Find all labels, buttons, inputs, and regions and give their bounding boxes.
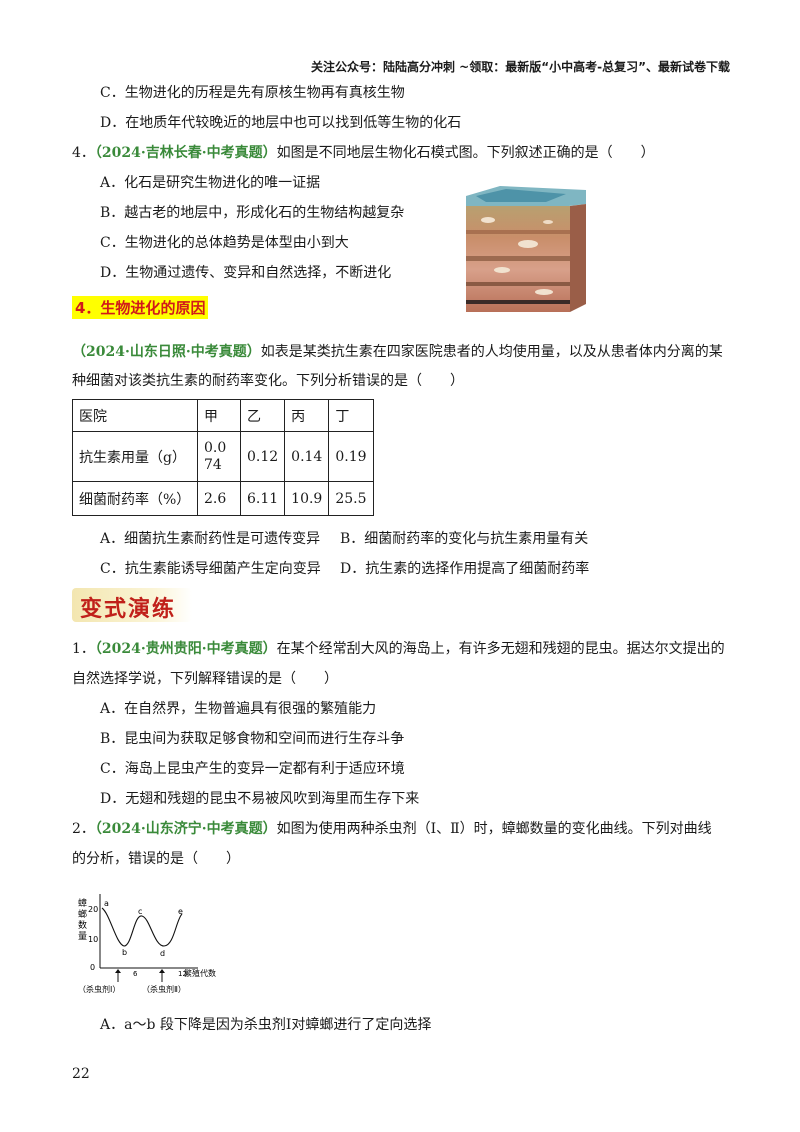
table-option-d: D．抗生素的选择作用提高了细菌耐药率: [340, 561, 590, 577]
fossil-strata-image: [466, 186, 586, 312]
table-option-b: B．细菌耐药率的变化与抗生素用量有关: [340, 531, 589, 547]
table-cell: 2.6: [197, 481, 241, 516]
question-stem: 如图为使用两种杀虫剂（Ⅰ、Ⅱ）时，蟑螂数量的变化曲线。下列对曲线: [276, 821, 712, 837]
header-cell: 丙: [284, 399, 330, 432]
v1-option-b: B．昆虫间为获取足够食物和空间而进行生存斗争: [100, 731, 405, 747]
header-cell: 甲: [197, 399, 241, 432]
y-tick-label: 0: [90, 963, 95, 972]
section-title: 4．生物进化的原因: [72, 296, 209, 319]
question-source: （2024·山东日照·中考真题）: [72, 344, 261, 360]
table-cell: 0.19: [328, 431, 374, 482]
variant-question-2: 2．（2024·山东济宁·中考真题）如图为使用两种杀虫剂（Ⅰ、Ⅱ）时，蟑螂数量的…: [72, 818, 712, 838]
table-cell: 0.14: [284, 431, 330, 482]
question-source: （2024·山东济宁·中考真题）: [94, 821, 277, 837]
arrow-label: （杀虫剂Ⅱ）: [142, 984, 186, 994]
question-stem: 如表是某类抗生素在四家医院患者的人均使用量，以及从患者体内分离的某: [260, 344, 723, 360]
point-label: e: [178, 907, 183, 916]
y-tick-label: 10: [88, 935, 98, 944]
population-curve: [101, 907, 183, 947]
q4-option-c: C．生物进化的总体趋势是体型由小到大: [100, 235, 349, 251]
y-tick-label: 20: [88, 905, 98, 914]
question-4: 4．（2024·吉林长春·中考真题）如图是不同地层生物化石模式图。下列叙述正确的…: [72, 142, 655, 162]
question-stem: 在某个经常刮大风的海岛上，有许多无翅和残翅的昆虫。据达尔文提出的: [276, 641, 725, 657]
y-axis-label: 蟑 螂 数 量: [78, 897, 90, 942]
point-label: c: [138, 907, 142, 916]
table-question-line2: 种细菌对该类抗生素的耐药率变化。下列分析错误的是（ ）: [72, 373, 464, 389]
variant-question-2-line2: 的分析，错误的是（ ）: [72, 851, 240, 867]
table-cell: 0.074: [197, 431, 241, 482]
page-number: 22: [72, 1066, 90, 1082]
y-label-char: 量: [78, 931, 87, 942]
page-header: 关注公众号：陆陆高分冲刺 ~领取：最新版“小中高考-总复习”、最新试卷下载: [311, 60, 730, 74]
y-label-char: 螂: [78, 908, 87, 920]
x-tick-label: 12: [178, 970, 187, 978]
q4-option-a: A．化石是研究生物进化的唯一证据: [100, 175, 321, 191]
arrow-head: [159, 969, 165, 973]
point-label: d: [160, 949, 165, 958]
cockroach-curve-chart: 蟑 螂 数 量 20 10 0 a b c d e 6 12 繁殖代数 （杀虫剂…: [78, 894, 216, 994]
table-cell: 0.12: [239, 431, 286, 482]
option-d: D．在地质年代较晚近的地层中也可以找到低等生物的化石: [100, 115, 462, 131]
antibiotic-table: 医院 甲 乙 丙 丁 抗生素用量（g） 0.074 0.12 0.14 0.19…: [72, 399, 374, 516]
arrow-head: [115, 969, 121, 973]
variant-question-1: 1．（2024·贵州贵阳·中考真题）在某个经常刮大风的海岛上，有许多无翅和残翅的…: [72, 638, 725, 658]
v1-option-c: C．海岛上昆虫产生的变异一定都有利于适应环境: [100, 761, 405, 777]
question-number: 4．: [72, 145, 95, 161]
header-cell: 丁: [328, 399, 374, 432]
table-row: 细菌耐药率（%） 2.6 6.11 10.9 25.5: [72, 481, 374, 516]
table-cell: 10.9: [284, 481, 330, 516]
arrow-label: （杀虫剂Ⅰ）: [78, 984, 120, 994]
header-cell: 乙: [239, 399, 286, 432]
option-c: C．生物进化的历程是先有原核生物再有真核生物: [100, 85, 405, 101]
x-tick-label: 6: [133, 970, 138, 978]
point-label: a: [104, 899, 109, 908]
question-number: 1．: [72, 641, 95, 657]
table-row: 抗生素用量（g） 0.074 0.12 0.14 0.19: [72, 431, 374, 482]
header-cell: 医院: [72, 399, 198, 432]
banner-title: 变式演练: [80, 596, 177, 622]
question-source: （2024·贵州贵阳·中考真题）: [94, 641, 277, 657]
table-cell: 细菌耐药率（%）: [72, 481, 198, 516]
practice-banner: 变式演练: [72, 588, 192, 622]
v1-option-d: D．无翅和残翅的昆虫不易被风吹到海里而生存下来: [100, 791, 420, 807]
table-option-a: A．细菌抗生素耐药性是可遗传变异: [100, 531, 321, 547]
q4-option-b: B．越古老的地层中，形成化石的生物结构越复杂: [100, 205, 405, 221]
table-cell: 抗生素用量（g）: [72, 431, 198, 482]
v1-option-a: A．在自然界，生物普遍具有很强的繁殖能力: [100, 701, 377, 717]
y-label-char: 数: [78, 919, 87, 931]
x-axis-label: 繁殖代数: [184, 968, 216, 978]
table-question-line1: （2024·山东日照·中考真题）如表是某类抗生素在四家医院患者的人均使用量，以及…: [72, 341, 723, 361]
table-header-row: 医院 甲 乙 丙 丁: [72, 399, 374, 432]
variant-question-1-line2: 自然选择学说，下列解释错误的是（ ）: [72, 671, 338, 687]
question-source: （2024·吉林长春·中考真题）: [94, 145, 277, 161]
table-cell: 6.11: [239, 481, 286, 516]
y-label-char: 蟑: [78, 897, 87, 909]
question-stem: 如图是不同地层生物化石模式图。下列叙述正确的是（ ）: [276, 145, 655, 161]
question-number: 2．: [72, 821, 95, 837]
v2-option-a: A．a～b 段下降是因为杀虫剂Ⅰ对蟑螂进行了定向选择: [100, 1017, 432, 1033]
point-label: b: [122, 948, 127, 957]
q4-option-d: D．生物通过遗传、变异和自然选择，不断进化: [100, 265, 392, 281]
table-option-c: C．抗生素能诱导细菌产生定向变异: [100, 561, 321, 577]
table-cell: 25.5: [328, 481, 374, 516]
